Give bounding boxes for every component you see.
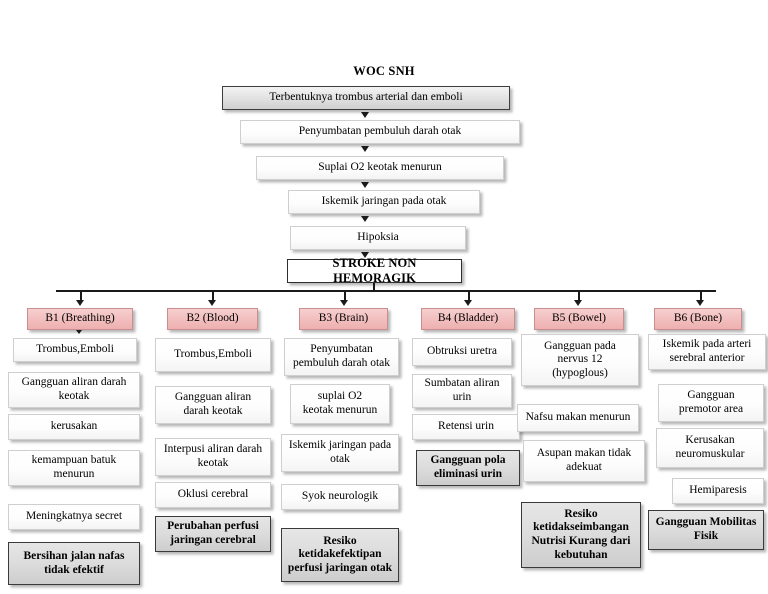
bus-drop-b4: [468, 290, 470, 302]
b3-step-1: Penyumbatan pembuluh darah otak: [284, 338, 399, 376]
b3-diagnosis: Resiko ketidakefektipan perfusi jaringan…: [281, 528, 399, 582]
bus-arrow-b3: [340, 300, 348, 306]
b6-step-3: Kerusakan neuromuskular: [656, 428, 764, 468]
chain-arrow-5: [361, 252, 369, 258]
column-header-b1: B1 (Breathing): [27, 308, 133, 330]
bus-stem: [373, 283, 375, 291]
b4-step-2: Sumbatan aliran urin: [412, 374, 512, 408]
column-header-b4: B4 (Bladder): [421, 308, 515, 330]
b3-step-2: suplai O2 keotak menurun: [290, 384, 390, 424]
chain-box-6: STROKE NON HEMORAGIK: [287, 256, 462, 285]
column-header-b2: B2 (Blood): [167, 308, 258, 330]
page-title: WOC SNH: [353, 64, 415, 78]
chain-box-3: Suplai O2 keotak menurun: [256, 156, 504, 180]
b2-diagnosis: Perubahan perfusi jaringan cerebral: [155, 516, 271, 552]
column-header-b5: B5 (Bowel): [534, 308, 624, 330]
b6-step-1: Iskemik pada arteri serebral anterior: [648, 334, 766, 370]
chain-box-1: Terbentuknya trombus arterial dan emboli: [222, 86, 510, 110]
bus-drop-b1: [80, 290, 82, 302]
bus-drop-b5: [578, 290, 580, 302]
distribution-bus: [56, 290, 716, 293]
chain-box-4: Iskemik jaringan pada otak: [288, 190, 480, 214]
chain-arrow-1: [361, 112, 369, 118]
bus-drop-b2: [212, 290, 214, 302]
b2-step-2: Gangguan aliran darah keotak: [155, 386, 271, 424]
column-header-b3: B3 (Brain): [299, 308, 388, 330]
b2-step-4: Oklusi cerebral: [155, 482, 271, 508]
b1-header-arrow: [76, 330, 82, 334]
chain-box-2: Penyumbatan pembuluh darah otak: [240, 120, 520, 144]
b4-step-3: Retensi urin: [412, 414, 520, 440]
bus-drop-b6: [700, 290, 702, 302]
bus-arrow-b4: [464, 300, 472, 306]
bus-arrow-b6: [696, 300, 704, 306]
b1-step-4: kemampuan batuk menurun: [8, 450, 140, 486]
b6-step-4: Hemiparesis: [672, 478, 764, 504]
b5-diagnosis: Resiko ketidakseimbangan Nutrisi Kurang …: [521, 502, 641, 568]
b5-step-3: Asupan makan tidak adekuat: [523, 440, 645, 482]
b4-step-1: Obtruksi uretra: [412, 338, 512, 366]
bus-arrow-b2: [208, 300, 216, 306]
b1-step-2: Gangguan aliran darah keotak: [8, 372, 140, 408]
b3-step-3: Iskemik jaringan pada otak: [281, 434, 399, 472]
b1-step-3: kerusakan: [8, 414, 140, 440]
b1-step-1: Trombus,Emboli: [13, 338, 137, 362]
chain-arrow-2: [361, 146, 369, 152]
chain-arrow-3: [361, 182, 369, 188]
chain-box-5: Hipoksia: [290, 226, 466, 250]
column-header-b6: B6 (Bone): [654, 308, 742, 330]
b6-step-2: Gangguan premotor area: [658, 384, 764, 422]
bus-arrow-b5: [574, 300, 582, 306]
b4-diagnosis: Gangguan pola eliminasi urin: [416, 450, 520, 486]
b1-diagnosis: Bersihan jalan nafas tidak efektif: [8, 542, 140, 585]
bus-drop-b3: [344, 290, 346, 302]
bus-arrow-b1: [76, 300, 84, 306]
chain-arrow-4: [361, 216, 369, 222]
b5-step-1: Gangguan pada nervus 12 (hypoglous): [521, 334, 639, 386]
b2-step-3: Interpusi aliran darah keotak: [155, 438, 271, 476]
b1-step-5: Meningkatnya secret: [8, 504, 140, 530]
b5-step-2: Nafsu makan menurun: [517, 404, 639, 432]
b6-diagnosis: Gangguan Mobilitas Fisik: [648, 510, 764, 550]
b3-step-4: Syok neurologik: [281, 484, 399, 510]
b2-step-1: Trombus,Emboli: [155, 338, 271, 372]
